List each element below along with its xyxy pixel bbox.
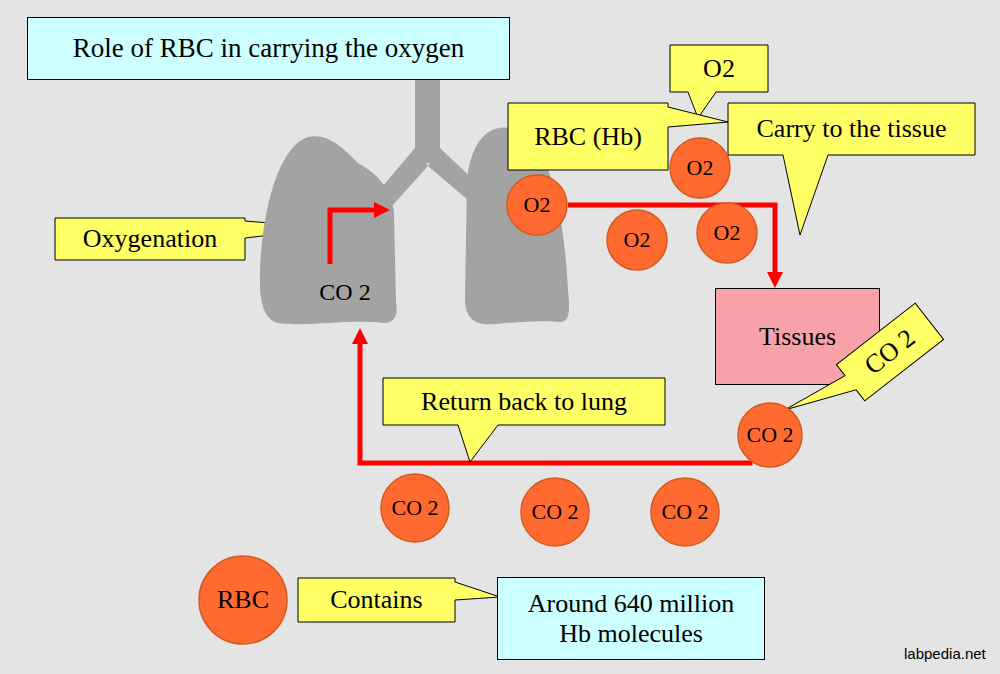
left-lung (260, 136, 397, 324)
node-text: Contains (330, 585, 422, 615)
info-box: Around 640 million Hb molecules (497, 577, 765, 660)
node-text: O2 (714, 220, 741, 245)
node-text: O2 (524, 192, 551, 217)
blood-cell-circle: CO 2 (737, 402, 803, 468)
node-text: CO 2 (391, 495, 438, 520)
callout-box: Carry to the tissue (728, 103, 975, 155)
title-text: Role of RBC in carrying the oxygen (73, 33, 464, 64)
blood-cell-circle: CO 2 (380, 473, 450, 543)
blood-cell-circle: O2 (506, 174, 568, 236)
node-text: CO 2 (661, 499, 708, 524)
node-text: O2 (687, 155, 714, 180)
callout-box: Oxygenation (55, 218, 245, 260)
node-text: O2 (703, 54, 735, 84)
callout-outline (383, 378, 665, 462)
cell-circle (507, 175, 567, 235)
node-text: CO 2 (746, 422, 793, 447)
blood-cell-circle: O2 (696, 202, 758, 264)
node-text: RBC (Hb) (534, 122, 642, 152)
callout-box: Return back to lung (383, 378, 665, 425)
cell-circle (651, 478, 719, 546)
callout-box: O2 (670, 45, 768, 92)
node-text: Return back to lung (421, 387, 627, 417)
cell-circle (521, 478, 589, 546)
blood-cell-circle: O2 (669, 137, 731, 199)
node-text: CO 2 (305, 279, 385, 307)
cell-circle (607, 210, 667, 270)
node-text: Tissues (759, 322, 836, 352)
node-text: Oxygenation (83, 224, 217, 254)
node-text: Carry to the tissue (757, 114, 947, 144)
callout-box: Contains (298, 578, 455, 622)
watermark: labpedia.net (904, 645, 986, 662)
callout-outline (783, 303, 944, 443)
node-text: RBC (217, 585, 269, 615)
node-text: O2 (624, 227, 651, 252)
cell-circle (670, 138, 730, 198)
blood-cell-circle: CO 2 (520, 477, 590, 547)
blood-cell-circle: O2 (606, 209, 668, 271)
title-box: Role of RBC in carrying the oxygen (27, 17, 510, 80)
cell-circle (199, 556, 287, 644)
callout-outline (728, 103, 975, 235)
cell-circle (697, 203, 757, 263)
oxygenation-arrow (330, 210, 378, 264)
blood-cell-circle: RBC (198, 555, 288, 645)
node-text: Around 640 million Hb molecules (520, 589, 742, 649)
callout-box: RBC (Hb) (508, 103, 668, 170)
callout-outline (298, 578, 500, 622)
blood-cell-circle: CO 2 (650, 477, 720, 547)
node-text: CO 2 (531, 499, 578, 524)
cell-circle (381, 474, 449, 542)
cell-circle (738, 403, 802, 467)
flow-arrow (360, 340, 753, 463)
